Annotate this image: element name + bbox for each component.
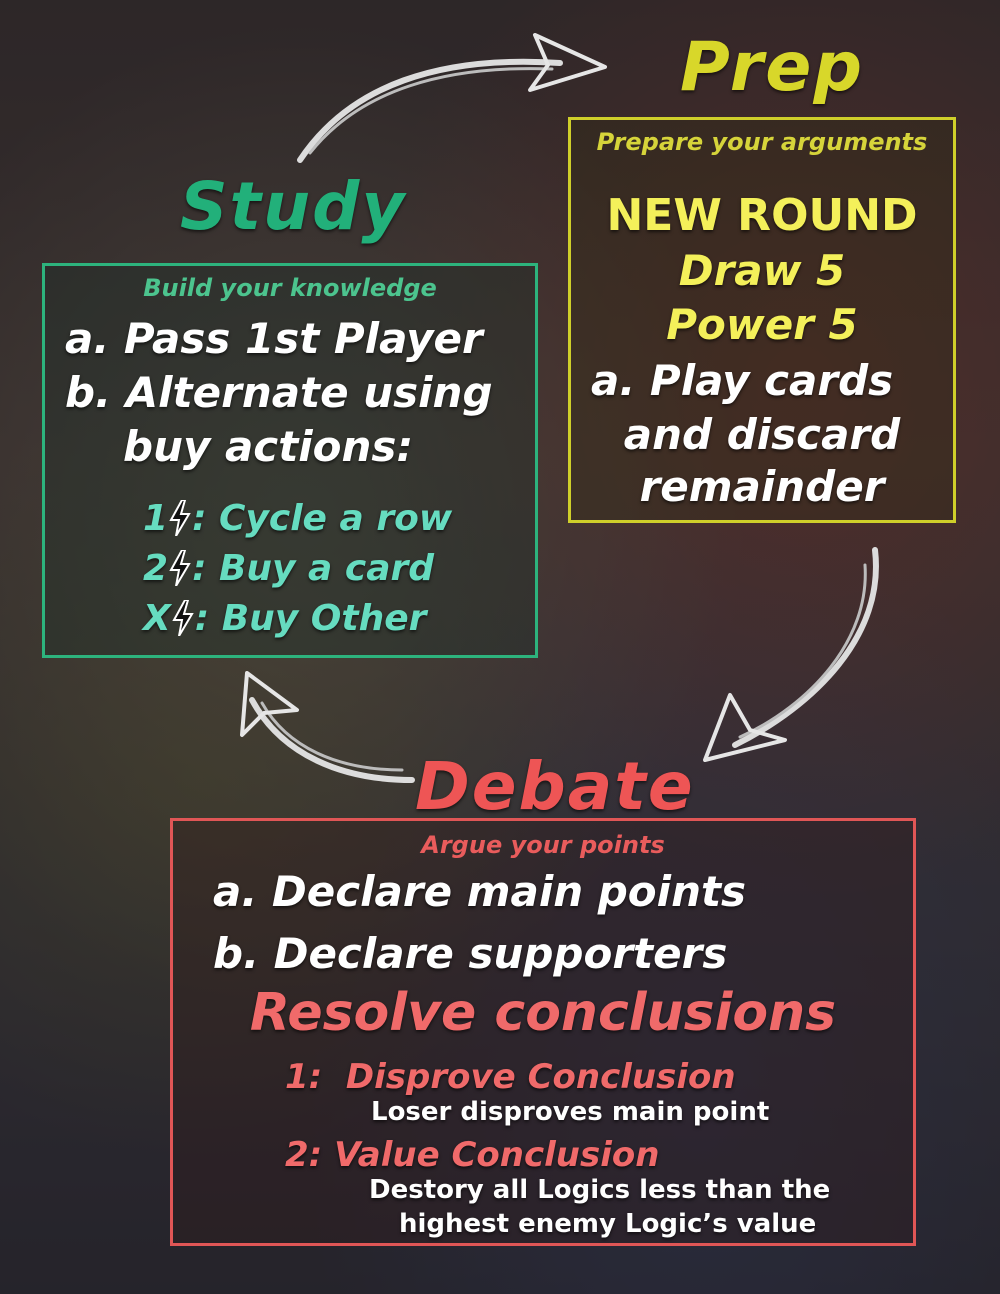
study-step-a: a. Pass 1st Player	[65, 314, 483, 363]
debate-resolve: Resolve conclusions	[249, 983, 837, 1043]
conclusion-1-title: 1: Disprove Conclusion	[285, 1057, 736, 1097]
debate-subtitle: Argue your points	[421, 831, 665, 859]
curved-arrow-icon	[240, 671, 415, 783]
debate-step-a: a. Declare main points	[213, 867, 747, 916]
study-step-b-line2: buy actions:	[123, 422, 414, 471]
debate-step-b: b. Declare supporters	[213, 929, 728, 978]
prep-subtitle: Prepare your arguments	[596, 128, 928, 156]
prep-title: Prep	[680, 28, 865, 107]
prep-panel: Prepare your arguments NEW ROUND Draw 5 …	[568, 117, 956, 523]
prep-step-a-line2: and discard	[623, 410, 901, 459]
debate-title: Debate	[415, 748, 695, 825]
conclusion-2-desc-line2: highest enemy Logic’s value	[399, 1209, 817, 1239]
curved-arrow-icon	[703, 547, 879, 762]
study-action-row: 1 : Cycle a row	[143, 498, 452, 539]
prep-step-a-line1: a. Play cards	[591, 356, 894, 405]
action-label: : Cycle a row	[192, 498, 453, 539]
study-action-row: 2 : Buy a card	[143, 548, 434, 589]
lightning-bolt-icon	[172, 600, 194, 636]
prep-draw: Draw 5	[678, 246, 846, 295]
prep-new-round: NEW ROUND	[606, 190, 918, 241]
action-cost: 2	[143, 548, 169, 589]
debate-panel: Argue your points a. Declare main points…	[170, 818, 916, 1246]
prep-step-a-line3: remainder	[639, 462, 885, 511]
prep-power: Power 5	[666, 300, 858, 349]
lightning-bolt-icon	[169, 500, 191, 536]
action-cost: 1	[143, 498, 169, 539]
action-label: : Buy a card	[192, 548, 435, 589]
study-step-b-line1: b. Alternate using	[65, 368, 493, 417]
study-panel: Build your knowledge a. Pass 1st Player …	[42, 263, 538, 658]
curved-arrow-icon	[297, 33, 607, 163]
study-action-row: X : Buy Other	[143, 598, 426, 639]
study-title: Study	[180, 168, 407, 245]
study-subtitle: Build your knowledge	[143, 274, 437, 302]
lightning-bolt-icon	[169, 550, 191, 586]
conclusion-2-desc-line1: Destory all Logics less than the	[369, 1175, 831, 1205]
action-label: : Buy Other	[194, 598, 427, 639]
conclusion-2-title: 2: Value Conclusion	[285, 1135, 660, 1175]
conclusion-1-desc: Loser disproves main point	[371, 1097, 770, 1127]
action-cost: X	[143, 598, 171, 639]
